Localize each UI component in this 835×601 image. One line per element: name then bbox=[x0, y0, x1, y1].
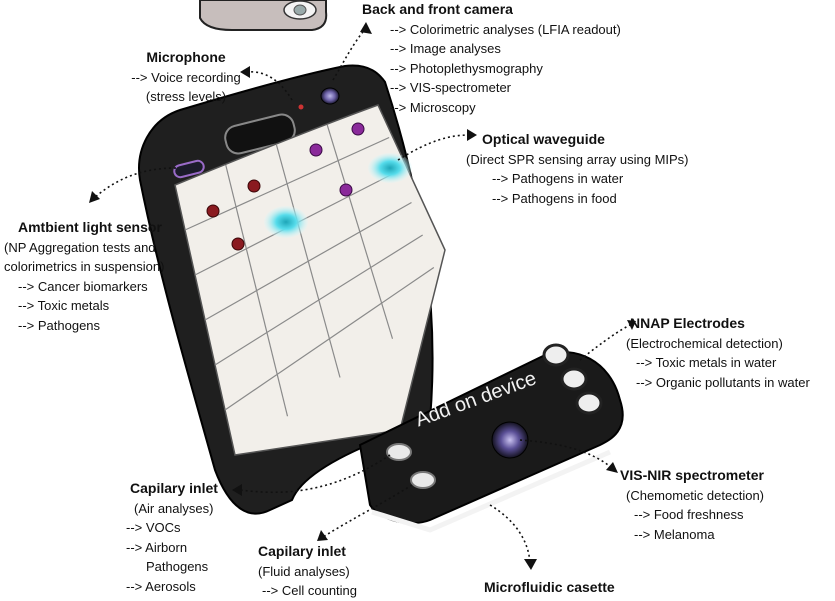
waveguide-spot-1 bbox=[264, 206, 308, 238]
callout-item: --> Pathogens in water bbox=[492, 171, 624, 186]
ambient-light-callout: Amtbient light sensor (NP Aggregation te… bbox=[4, 218, 164, 335]
callout-subtitle: (Direct SPR sensing array using MIPs) bbox=[466, 151, 689, 167]
arrowhead-icon bbox=[240, 66, 250, 78]
capilary-fluid-callout: Capilary inlet (Fluid analyses) --> Cell… bbox=[258, 542, 357, 601]
callout-arrows bbox=[93, 27, 631, 563]
callout-title: VIS-NIR spectrometer bbox=[620, 467, 764, 483]
callout-item: --> VIS-spectrometer bbox=[390, 80, 512, 95]
vis-nir-callout: VIS-NIR spectrometer (Chemometic detecti… bbox=[620, 466, 764, 544]
arrowhead-icon bbox=[524, 559, 537, 570]
callout-title: Microphone bbox=[146, 49, 226, 65]
camera-callout: Back and front camera --> Colorimetric a… bbox=[362, 0, 621, 117]
vis-nir-spectrometer-icon bbox=[491, 421, 529, 459]
purple-particle-icon bbox=[309, 143, 323, 157]
callout-subtitle: (NP Aggregation tests and bbox=[4, 239, 156, 255]
arrow-microfluidic bbox=[489, 504, 531, 563]
arrow-ambient bbox=[93, 167, 177, 199]
arrow-heads bbox=[89, 22, 636, 570]
callout-title: Optical waveguide bbox=[482, 131, 605, 147]
callout-subtitle: colorimetrics in suspension) bbox=[4, 259, 165, 274]
arrow-capilary-fluid bbox=[322, 484, 413, 538]
capilary-inlet-fluid-icon bbox=[410, 471, 436, 489]
callout-title: Microfluidic casette bbox=[484, 579, 615, 595]
callout-item: --> Image analyses bbox=[390, 41, 501, 56]
red-particle-icon bbox=[206, 204, 220, 218]
arrowhead-icon bbox=[627, 320, 636, 330]
arrowhead-icon bbox=[360, 22, 372, 34]
red-particle-icon bbox=[231, 237, 245, 251]
callout-title: Capilary inlet bbox=[130, 480, 218, 496]
purple-particle-icon bbox=[351, 122, 365, 136]
arrow-visnir bbox=[519, 439, 613, 469]
callout-item: --> Toxic metals in water bbox=[636, 355, 777, 370]
callout-item: --> Cell counting bbox=[262, 583, 358, 598]
callout-title: Amtbient light sensor bbox=[18, 219, 162, 235]
callout-title: NNAP Electrodes bbox=[630, 315, 745, 331]
waveguide-spot-2 bbox=[368, 153, 412, 183]
grid-line bbox=[224, 267, 435, 411]
callout-item: --> Voice recording bbox=[131, 69, 241, 85]
callout-subtitle: (Chemometic detection) bbox=[626, 487, 764, 503]
grid-line bbox=[214, 234, 423, 366]
callout-item: --> Photoplethysmography bbox=[390, 60, 543, 76]
callout-item: --> Cancer biomarkers bbox=[18, 278, 148, 294]
arrowhead-icon bbox=[467, 129, 477, 141]
nnap-electrode-icon bbox=[542, 343, 570, 367]
nnap-electrode-icon bbox=[575, 391, 603, 415]
capilary-air-callout: Capilary inlet (Air analyses) --> VOCs -… bbox=[126, 479, 218, 596]
particle-markers bbox=[206, 122, 365, 251]
grid-line bbox=[184, 136, 390, 231]
microfluidic-callout: Microfluidic casette bbox=[484, 578, 615, 598]
capilary-inlet-air-icon bbox=[386, 443, 412, 461]
arrow-nnap bbox=[579, 324, 631, 361]
front-camera-icon bbox=[320, 87, 340, 105]
callout-item: --> Airborn bbox=[126, 539, 188, 555]
camera-module bbox=[199, 0, 328, 31]
purple-particle-icon bbox=[339, 183, 353, 197]
ambient-light-sensor-icon bbox=[173, 159, 205, 179]
red-particle-icon bbox=[247, 179, 261, 193]
arrowhead-icon bbox=[606, 462, 618, 473]
callout-item: --> Organic pollutants in water bbox=[636, 374, 810, 390]
grid-line bbox=[204, 201, 412, 321]
arrow-waveguide bbox=[397, 134, 471, 161]
screen-grid bbox=[184, 124, 435, 417]
arrowhead-icon bbox=[89, 191, 100, 203]
callout-item: --> Food freshness bbox=[634, 507, 744, 522]
arrow-microphone bbox=[244, 71, 293, 101]
screen bbox=[174, 104, 446, 456]
waveguide-callout: Optical waveguide (Direct SPR sensing ar… bbox=[466, 130, 689, 208]
callout-subtitle: (Air analyses) bbox=[134, 500, 214, 516]
callout-item: --> Microscopy bbox=[390, 99, 476, 115]
callout-item: --> Melanoma bbox=[634, 526, 715, 542]
nnap-electrode-icon bbox=[560, 367, 588, 391]
callout-title: Capilary inlet bbox=[258, 543, 346, 559]
microphone-callout: Microphone --> Voice recording (stress l… bbox=[103, 48, 269, 107]
callout-title: Back and front camera bbox=[362, 1, 513, 17]
callout-item: --> Pathogens bbox=[18, 317, 101, 333]
callout-item: --> Colorimetric analyses (LFIA readout) bbox=[390, 21, 621, 37]
callout-subtitle: (Electrochemical detection) bbox=[626, 335, 783, 351]
callout-item: (stress levels) bbox=[145, 89, 227, 104]
callout-item: --> Aerosols bbox=[126, 578, 196, 594]
arrowhead-icon bbox=[317, 530, 328, 541]
callout-item: Pathogens bbox=[146, 559, 209, 574]
callout-item: --> Pathogens in food bbox=[492, 190, 617, 206]
nnap-callout: NNAP Electrodes (Electrochemical detecti… bbox=[626, 314, 810, 392]
callout-subtitle: (Fluid analyses) bbox=[258, 563, 350, 579]
callout-item: --> Toxic metals bbox=[18, 298, 110, 313]
microphone-icon bbox=[298, 104, 304, 110]
arrowhead-icon bbox=[232, 484, 242, 496]
callout-item: --> VOCs bbox=[126, 520, 181, 535]
